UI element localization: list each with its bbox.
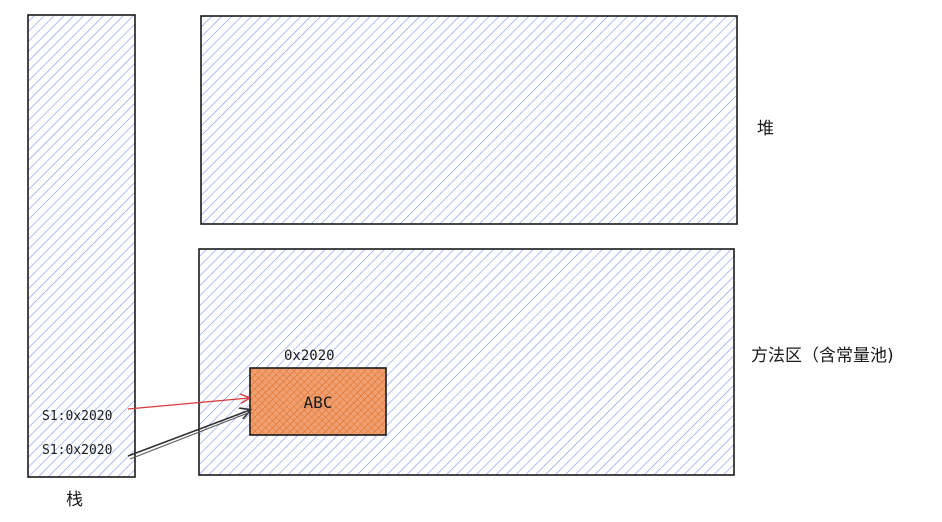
- string-address-label: 0x2020: [284, 348, 335, 364]
- heap-label: 堆: [757, 119, 774, 139]
- method-area-label: 方法区（含常量池): [751, 346, 894, 366]
- stack-reference-two: S1:0x2020: [42, 443, 112, 458]
- method-area-region: [198, 248, 735, 476]
- string-value-label: ABC: [304, 393, 333, 412]
- reference-arrow-dark-stroke2: [129, 412, 249, 460]
- reference-arrow-dark: [127, 410, 250, 457]
- reference-arrow-red: [127, 398, 249, 410]
- stack-region: [27, 14, 136, 478]
- stack-label: 栈: [66, 490, 83, 510]
- heap-region: [200, 15, 738, 225]
- stack-reference-one: S1:0x2020: [42, 409, 112, 424]
- string-constant-box: [249, 367, 387, 436]
